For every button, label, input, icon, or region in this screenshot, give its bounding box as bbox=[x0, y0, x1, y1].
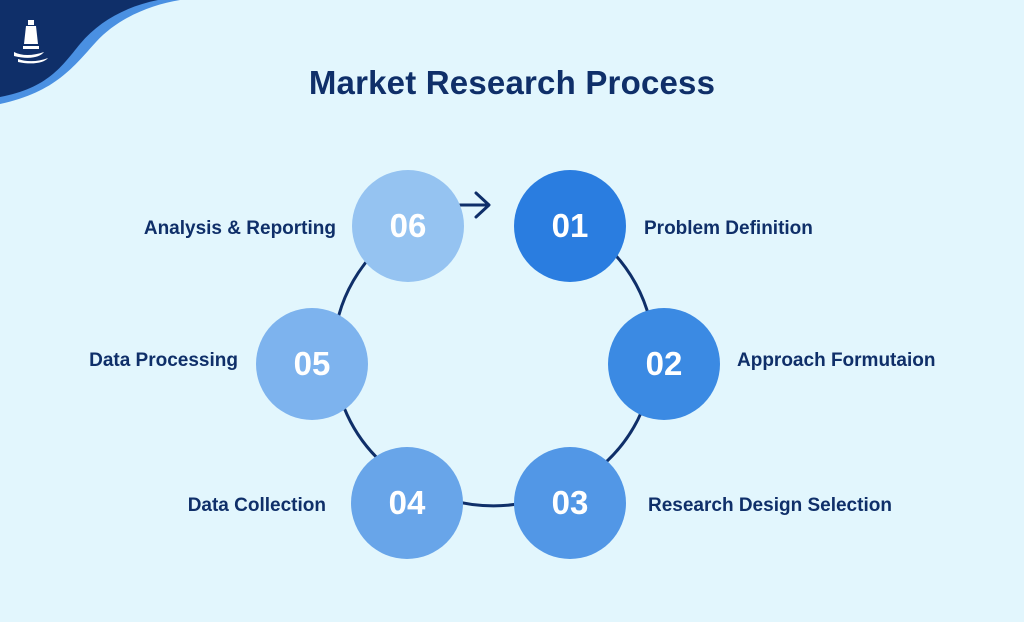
step-number: 03 bbox=[551, 484, 589, 521]
step-number: 02 bbox=[645, 345, 683, 382]
step-number: 01 bbox=[551, 207, 589, 244]
step-number: 04 bbox=[388, 484, 426, 521]
step-number: 05 bbox=[293, 345, 331, 382]
step-02-circle: 02 bbox=[608, 308, 720, 420]
step-number: 06 bbox=[389, 207, 427, 244]
step-01-label: Problem Definition bbox=[644, 218, 813, 239]
step-05-label: Data Processing bbox=[89, 350, 238, 371]
step-02-label: Approach Formutaion bbox=[737, 350, 936, 371]
step-06-label: Analysis & Reporting bbox=[143, 218, 336, 239]
step-01-circle: 01 bbox=[514, 170, 626, 282]
page-title: Market Research Process bbox=[308, 64, 716, 101]
step-03-circle: 03 bbox=[514, 447, 626, 559]
step-03-label: Research Design Selection bbox=[648, 495, 892, 516]
step-04-label: Data Collection bbox=[187, 495, 326, 516]
step-05-circle: 05 bbox=[256, 308, 368, 420]
step-04-circle: 04 bbox=[351, 447, 463, 559]
brand-corner bbox=[0, 0, 180, 104]
lighthouse-icon bbox=[14, 20, 48, 64]
arrow-right-icon bbox=[458, 191, 491, 219]
step-06-circle: 06 bbox=[352, 170, 464, 282]
